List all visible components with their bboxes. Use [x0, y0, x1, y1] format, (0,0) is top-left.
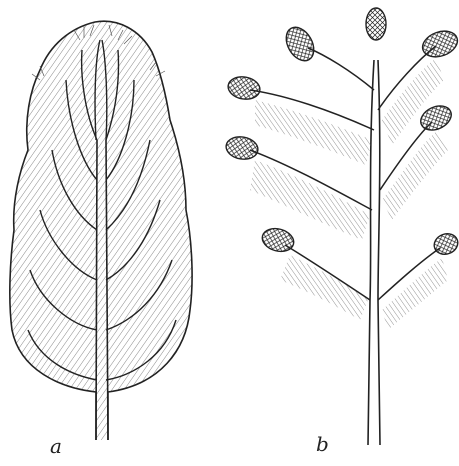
panel-b-frond: [224, 8, 459, 445]
panel-a-frond: [10, 21, 192, 440]
panel-b-label: b: [316, 434, 329, 454]
panel-a-label: a: [50, 436, 62, 456]
panel-b-main-stem: [368, 60, 380, 445]
panel-b-fringe: [250, 58, 448, 330]
panel-a-outline: [10, 21, 192, 440]
